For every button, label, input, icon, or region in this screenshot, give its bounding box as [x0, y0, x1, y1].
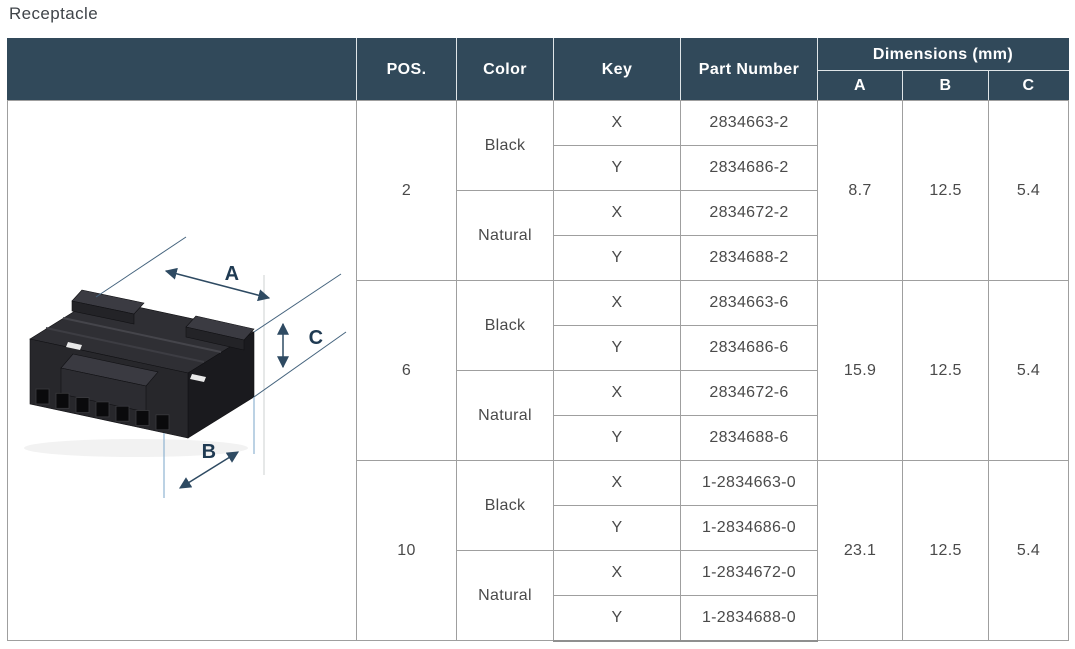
extension-line-c-top: [253, 273, 342, 332]
dim-b-cell: 12.5: [902, 100, 989, 281]
header-dim-a: A: [817, 70, 903, 101]
dim-c-cell: 5.4: [987, 100, 1070, 281]
receptacle-spec-table: POS. Color Key Part Number Dimensions (m…: [7, 38, 1070, 642]
part-number-cell: 2834663-6: [680, 280, 818, 326]
table-row: Y 2834686-2: [8, 145, 1069, 191]
header-dimensions: Dimensions (mm): [816, 38, 1070, 71]
center-block: [60, 353, 159, 412]
table-header: POS. Color Key Part Number Dimensions (m…: [7, 38, 1070, 101]
product-image-cell: A C B: [7, 100, 357, 641]
key-cell: X: [553, 550, 681, 596]
part-number-cell: 1-2834663-0: [680, 460, 818, 506]
key-cell: Y: [553, 145, 681, 191]
color-cell: Natural: [456, 190, 554, 281]
dim-b-cell: 12.5: [902, 460, 989, 641]
dim-c-cell: 5.4: [987, 280, 1070, 461]
table-row: Natural X 2834672-2: [8, 190, 1069, 281]
color-cell: Black: [456, 280, 554, 371]
header-dim-c: C: [987, 70, 1070, 101]
latch-left: [71, 289, 145, 324]
key-cell: X: [553, 100, 681, 146]
color-cell: Natural: [456, 370, 554, 461]
header-key: Key: [553, 38, 681, 101]
table-row: Natural X 1-2834672-0: [8, 550, 1069, 641]
part-number-cell: 2834688-2: [680, 235, 818, 281]
header-image-spacer: [7, 38, 357, 101]
table-row: Y 2834686-6: [8, 325, 1069, 371]
part-number-cell: 2834672-2: [680, 190, 818, 236]
table-row: 10 Black X 1-2834663-0 23.1 12.5 5.4: [8, 460, 1070, 641]
part-number-cell: 2834672-6: [680, 370, 818, 416]
key-cell: Y: [553, 325, 681, 371]
part-number-cell: 2834688-6: [680, 415, 818, 461]
header-part-number: Part Number: [680, 38, 818, 101]
part-number-cell: 2834663-2: [680, 100, 818, 146]
dim-c-cell: 5.4: [987, 460, 1070, 641]
contact-holes: [35, 388, 170, 430]
page-title: Receptacle: [9, 4, 99, 23]
header-pos: POS.: [356, 38, 457, 101]
dim-a-cell: 15.9: [817, 280, 903, 461]
pos-cell: 6: [356, 280, 457, 461]
pos-cell: 2: [356, 100, 457, 281]
header-dim-b: B: [902, 70, 989, 101]
table-row: Y 2834688-2: [8, 235, 1069, 281]
dimension-label-a: A: [225, 263, 240, 285]
part-number-cell: 2834686-6: [680, 325, 818, 371]
key-cell: X: [553, 460, 681, 506]
dimension-arrow-b: [178, 450, 240, 489]
dim-a-cell: 23.1: [817, 460, 903, 641]
header-color: Color: [456, 38, 554, 101]
key-cell: X: [553, 190, 681, 236]
part-number-cell: 1-2834672-0: [680, 550, 818, 596]
dimension-arrow-a: [164, 267, 271, 301]
dim-b-cell: 12.5: [902, 280, 989, 461]
color-cell: Natural: [456, 550, 554, 641]
key-cell: X: [553, 280, 681, 326]
table-row: A C B 2 Black X 2834663-2 8.7 12.5 5.4: [7, 100, 1070, 641]
pos-cell: 10: [356, 460, 457, 641]
part-number-cell: 1-2834686-0: [680, 505, 818, 551]
part-number-cell: 1-2834688-0: [680, 595, 818, 642]
key-cell: Y: [553, 415, 681, 461]
connector-body: [29, 289, 255, 439]
highlight-fleck: [66, 341, 82, 350]
extension-line-a: [95, 236, 187, 297]
highlight-fleck: [190, 373, 206, 382]
table-row: 6 Black X 2834663-6 15.9 12.5 5.4: [8, 280, 1070, 461]
table-row: Y 1-2834686-0: [8, 505, 1069, 551]
dimension-label-b: B: [202, 441, 217, 463]
table-row: Natural X 2834672-6: [8, 370, 1069, 461]
color-cell: Black: [456, 460, 554, 551]
key-cell: Y: [553, 595, 681, 642]
table-row: Y 2834688-6: [8, 415, 1069, 461]
table-row: Y 1-2834688-0: [8, 595, 1069, 642]
extension-line-c-bottom: [253, 331, 347, 397]
key-cell: Y: [553, 505, 681, 551]
key-cell: Y: [553, 235, 681, 281]
color-cell: Black: [456, 100, 554, 191]
receptacle-isometric-drawing: A C B: [24, 236, 347, 498]
dim-a-cell: 8.7: [817, 100, 903, 281]
key-cell: X: [553, 370, 681, 416]
part-number-cell: 2834686-2: [680, 145, 818, 191]
dimension-label-c: C: [309, 327, 324, 349]
latch-right: [185, 315, 255, 350]
